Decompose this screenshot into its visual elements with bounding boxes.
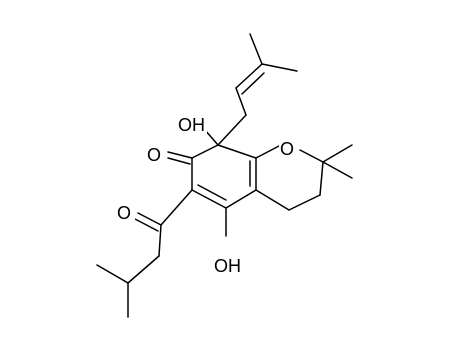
- bond-c-me2: [261, 63, 298, 72]
- bond-c8-oh: [204, 129, 219, 146]
- bond-chme2-me1: [96, 264, 129, 284]
- bond-c2-me1: [322, 144, 353, 163]
- bond-c7-o-b: [167, 157, 191, 165]
- bond-c6-c5-a: [191, 189, 227, 209]
- bonds: [96, 33, 353, 318]
- bond-c6-c5-b: [197, 184, 227, 201]
- bond-c7-o-a: [167, 151, 193, 159]
- bond-c8a-c8: [217, 144, 257, 159]
- bond-ch2-chme2: [127, 255, 160, 284]
- atom-o-acyl: O: [117, 203, 131, 223]
- atom-oh-c5: OH: [214, 256, 241, 276]
- bond-ch-c-double-a: [235, 63, 263, 89]
- bond-oring-c2: [299, 149, 324, 163]
- bond-c3-c4: [288, 194, 321, 211]
- bond-c6-cacyl: [160, 189, 193, 226]
- bond-c5-c4a: [225, 189, 257, 209]
- bond-cacyl-o-a: [137, 212, 162, 226]
- atom-labels: OH O O O OH: [115, 114, 299, 277]
- bond-c2-me2: [322, 161, 353, 179]
- atom-oh-c8: OH: [178, 115, 205, 135]
- bond-c2-c3: [319, 161, 324, 196]
- atom-o-ring: O: [280, 139, 294, 159]
- bond-cacyl-ch2: [158, 224, 162, 257]
- bond-ch2-ch: [235, 87, 247, 116]
- bond-c4-c4a: [255, 189, 290, 211]
- bond-ch-c-double-b: [241, 72, 265, 95]
- atom-o-ketone: O: [147, 145, 161, 165]
- bond-c8a-oring: [255, 145, 280, 159]
- bond-c8-ch2: [217, 114, 247, 146]
- bond-c8-c7: [191, 144, 219, 159]
- bond-c-me1: [249, 33, 263, 65]
- bond-cacyl-o-b: [134, 218, 159, 232]
